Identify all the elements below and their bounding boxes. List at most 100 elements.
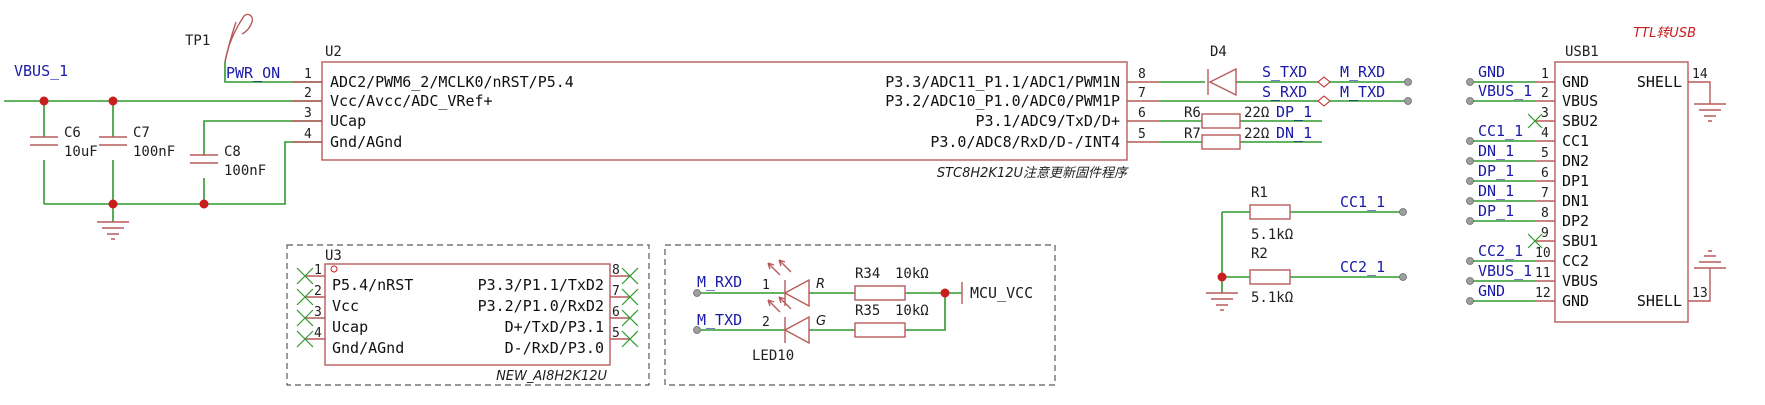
m-rxd-net-label[interactable]: M_RXD xyxy=(1340,63,1385,81)
r2-resistor[interactable] xyxy=(1249,269,1291,285)
c8-symbol[interactable] xyxy=(190,154,218,164)
pwr-on-wire xyxy=(224,62,322,83)
usb1-net-label[interactable]: CC1_1 xyxy=(1478,122,1523,140)
r6-resistor[interactable] xyxy=(1201,113,1241,129)
usb1-shell-label: SHELL xyxy=(1637,73,1682,91)
usb-section-title: TTL转USB xyxy=(1633,26,1696,41)
dn1-net-label[interactable]: DN_1 xyxy=(1276,124,1312,142)
u3-pin-num: 1 xyxy=(314,263,322,278)
led-resistor-wires xyxy=(809,292,962,331)
u2-body xyxy=(321,61,1128,161)
red-led-symbol[interactable] xyxy=(783,278,810,308)
u2-pin-label: UCap xyxy=(330,112,366,130)
usb1-net-label[interactable]: DN_1 xyxy=(1478,182,1514,200)
u3-dashed-frame xyxy=(286,244,650,386)
s-rxd-net-label[interactable]: S_RXD xyxy=(1262,83,1307,101)
usb1-net-label[interactable]: DP_1 xyxy=(1478,202,1514,220)
mcu-vcc-net-label[interactable]: MCU_VCC xyxy=(970,284,1033,302)
wire-endpoint xyxy=(1466,157,1474,165)
usb1-pin-num: 1 xyxy=(1541,67,1549,82)
usb1-pin-num: 2 xyxy=(1541,86,1549,101)
usb1-pin-num: 12 xyxy=(1535,286,1551,301)
s-txd-net-label[interactable]: S_TXD xyxy=(1262,63,1307,81)
r6-ref: R6 xyxy=(1184,105,1201,121)
tp1-ref: TP1 xyxy=(185,33,210,49)
r35-value: 10kΩ xyxy=(895,303,929,319)
usb1-pin-num: 13 xyxy=(1692,286,1708,301)
usb1-net-label[interactable]: DP_1 xyxy=(1478,162,1514,180)
u2-pin-label: P3.0/ADC8/RxD/D-/INT4 xyxy=(930,133,1120,151)
usb1-net-label[interactable]: VBUS_1 xyxy=(1478,262,1532,280)
usb1-connector[interactable]: TTL转USB USB1 GND VBUS_1 CC1_1 DN_1 DP_1 … xyxy=(1466,26,1727,323)
u3-part-name: NEW_AI8H2K12U xyxy=(496,369,607,384)
usb1-pin-num: 10 xyxy=(1535,246,1551,261)
r1-ref: R1 xyxy=(1251,185,1268,201)
m-uart-wires xyxy=(1330,81,1405,102)
net-port-icon xyxy=(1317,76,1331,88)
led-pin-num: 1 xyxy=(762,278,770,293)
junction-dot xyxy=(1217,272,1227,282)
led-m-txd-net-label[interactable]: M_TXD xyxy=(697,311,742,329)
usb1-pin-label: CC2 xyxy=(1562,252,1589,270)
usb1-pin-label: VBUS xyxy=(1562,92,1598,110)
usb1-pin-label: GND xyxy=(1562,292,1589,310)
pwr-on-net-label[interactable]: PWR_ON xyxy=(226,64,280,82)
u2-pin-num: 6 xyxy=(1138,106,1146,121)
led-m-rxd-net-label[interactable]: M_RXD xyxy=(697,273,742,291)
tp1-testpoint[interactable]: TP1 PWR_ON xyxy=(185,13,322,83)
usb1-pin-num: 4 xyxy=(1541,126,1549,141)
usb1-net-label[interactable]: VBUS_1 xyxy=(1478,82,1532,100)
cc1-net-label[interactable]: CC1_1 xyxy=(1340,193,1385,211)
usb1-pin-num: 9 xyxy=(1541,226,1549,241)
u2-pin-num: 2 xyxy=(304,86,312,101)
usb1-net-label[interactable]: GND xyxy=(1478,282,1505,300)
usb1-pin-stubs xyxy=(1535,81,1555,302)
usb1-net-label[interactable]: DN_1 xyxy=(1478,142,1514,160)
led-green-label: G xyxy=(816,314,826,329)
light-rays-icon xyxy=(767,296,792,313)
u3-pin-num: 3 xyxy=(314,305,322,320)
usb1-net-label[interactable]: GND xyxy=(1478,63,1505,81)
ground-icon xyxy=(1694,103,1726,122)
u3-pin-label: D-/RxD/P3.0 xyxy=(505,339,604,357)
r35-resistor[interactable] xyxy=(854,322,906,338)
no-connect-icons xyxy=(1527,113,1543,249)
c7-symbol[interactable] xyxy=(99,136,127,146)
r7-resistor[interactable] xyxy=(1201,134,1241,150)
cc2-net-label[interactable]: CC2_1 xyxy=(1340,258,1385,276)
usb1-net-wires xyxy=(1470,81,1535,302)
usb1-pin-num: 14 xyxy=(1692,67,1708,82)
usb1-net-label[interactable]: CC2_1 xyxy=(1478,242,1523,260)
u2-right-pins xyxy=(1127,81,1160,143)
usb1-pin-label: CC1 xyxy=(1562,132,1589,150)
u3-body[interactable] xyxy=(324,263,611,366)
led-section: M_RXD M_TXD 1 2 R G LED10 R34 10kΩ R35 1… xyxy=(664,244,1056,386)
vbus1-net-label[interactable]: VBUS_1 xyxy=(14,62,68,80)
wire-endpoint xyxy=(1466,217,1474,225)
r7-ref: R7 xyxy=(1184,126,1201,142)
c6-symbol[interactable] xyxy=(30,136,58,146)
u3-pin-num: 4 xyxy=(314,326,322,341)
r1-resistor[interactable] xyxy=(1249,204,1291,220)
d4-diode-symbol[interactable] xyxy=(1207,67,1237,97)
r34-resistor[interactable] xyxy=(854,285,906,301)
u3-pin-num: 7 xyxy=(612,284,620,299)
usb1-pin-label: DP1 xyxy=(1562,172,1589,190)
usb1-pin-label: SBU1 xyxy=(1562,232,1598,250)
u3-pin-label: D+/TxD/P3.1 xyxy=(505,318,604,336)
u3-section: U3 1 2 3 4 8 7 6 5 P5.4/nRST Vcc Ucap Gn… xyxy=(286,244,650,386)
u2-pin-num: 3 xyxy=(304,106,312,121)
u2-pin-num: 5 xyxy=(1138,127,1146,142)
usb1-pin-num: 3 xyxy=(1541,106,1549,121)
green-led-symbol[interactable] xyxy=(783,315,810,345)
wire-endpoint xyxy=(1404,97,1412,105)
u3-pin-label: P3.3/P1.1/TxD2 xyxy=(478,276,604,294)
u2-chip[interactable]: U2 1 2 3 4 ADC2/PWM6_2/MCLK0/nRST/P5.4 V… xyxy=(292,44,1160,181)
u2-ref: U2 xyxy=(325,44,342,60)
dp1-net-label[interactable]: DP_1 xyxy=(1276,103,1312,121)
m-txd-net-label[interactable]: M_TXD xyxy=(1340,83,1385,101)
junction-dot xyxy=(108,96,118,106)
junction-dot xyxy=(940,288,950,298)
u3-pin-label: Gnd/AGnd xyxy=(332,339,404,357)
usb1-pin-num: 7 xyxy=(1541,186,1549,201)
